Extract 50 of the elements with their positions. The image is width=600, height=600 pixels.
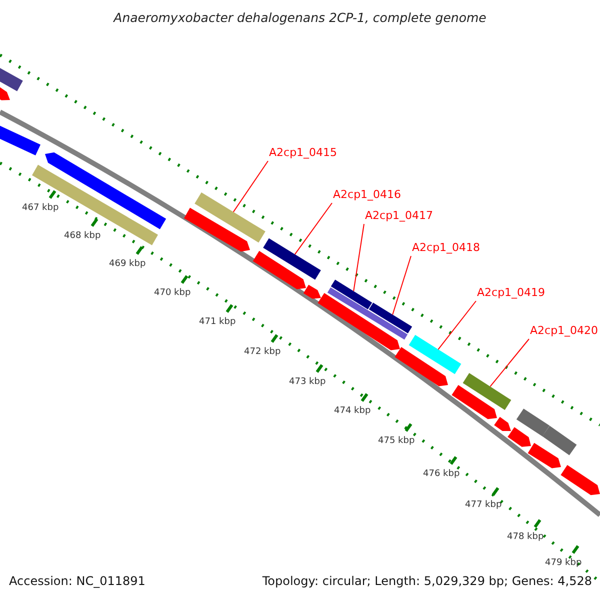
accession-text: Accession: NC_011891 xyxy=(9,574,146,588)
scale-label: 478 kbp xyxy=(507,532,544,542)
scale-label: 476 kbp xyxy=(423,469,460,479)
diagram-title: Anaeromyxobacter dehalogenans 2CP-1, complete genome xyxy=(112,10,488,25)
gene-label: A2cp1_0420 xyxy=(530,324,598,337)
gene-bar xyxy=(330,280,372,310)
gene-bar xyxy=(327,287,408,340)
scale-label: 468 kbp xyxy=(64,231,101,241)
scale-label: 472 kbp xyxy=(244,347,281,357)
leader-line xyxy=(353,224,364,292)
gene-bar xyxy=(516,408,550,436)
scale-label: 469 kbp xyxy=(109,259,146,269)
leader-line xyxy=(232,160,268,212)
scale-label: 467 kbp xyxy=(22,203,59,213)
gene-bar xyxy=(368,302,412,334)
scale-label: 471 kbp xyxy=(199,317,236,327)
gene-bar xyxy=(0,66,23,92)
scale-label: 474 kbp xyxy=(334,406,371,416)
gene-bar xyxy=(394,347,448,386)
gene-bar xyxy=(263,238,321,280)
gene-bar xyxy=(462,373,512,410)
scale-label: 479 kbp xyxy=(545,558,582,568)
leader-line xyxy=(294,202,332,255)
gene-bar xyxy=(508,427,531,447)
leader-line xyxy=(392,256,412,316)
scale-label: 477 kbp xyxy=(465,500,502,510)
gene-bar xyxy=(408,334,462,374)
gene-bar xyxy=(0,86,10,100)
gene-bar xyxy=(303,284,321,299)
scale-label: 470 kbp xyxy=(154,288,191,298)
genome-info-text: Topology: circular; Length: 5,029,329 bp; Genes: 4,528 xyxy=(261,574,592,588)
gene-bar xyxy=(542,426,577,456)
gene-bar xyxy=(528,442,561,468)
gene-bar xyxy=(560,465,600,496)
gene-bar xyxy=(318,293,400,350)
gene-bar xyxy=(184,208,250,252)
scale-label: 473 kbp xyxy=(289,377,326,387)
gene-bar xyxy=(452,385,497,420)
gene-label: A2cp1_0418 xyxy=(412,241,480,254)
leader-line xyxy=(490,338,530,387)
gene-bar xyxy=(0,124,40,156)
gene-bar xyxy=(252,250,306,290)
gene-label: A2cp1_0419 xyxy=(477,286,546,299)
gene-bar xyxy=(494,416,511,431)
gene-label: A2cp1_0417 xyxy=(365,209,434,222)
gene-label: A2cp1_0416 xyxy=(333,188,402,201)
gene-bar xyxy=(194,192,266,243)
leader-line xyxy=(438,300,476,350)
scale-label: 475 kbp xyxy=(378,436,415,446)
gene-label: A2cp1_0415 xyxy=(269,146,338,159)
